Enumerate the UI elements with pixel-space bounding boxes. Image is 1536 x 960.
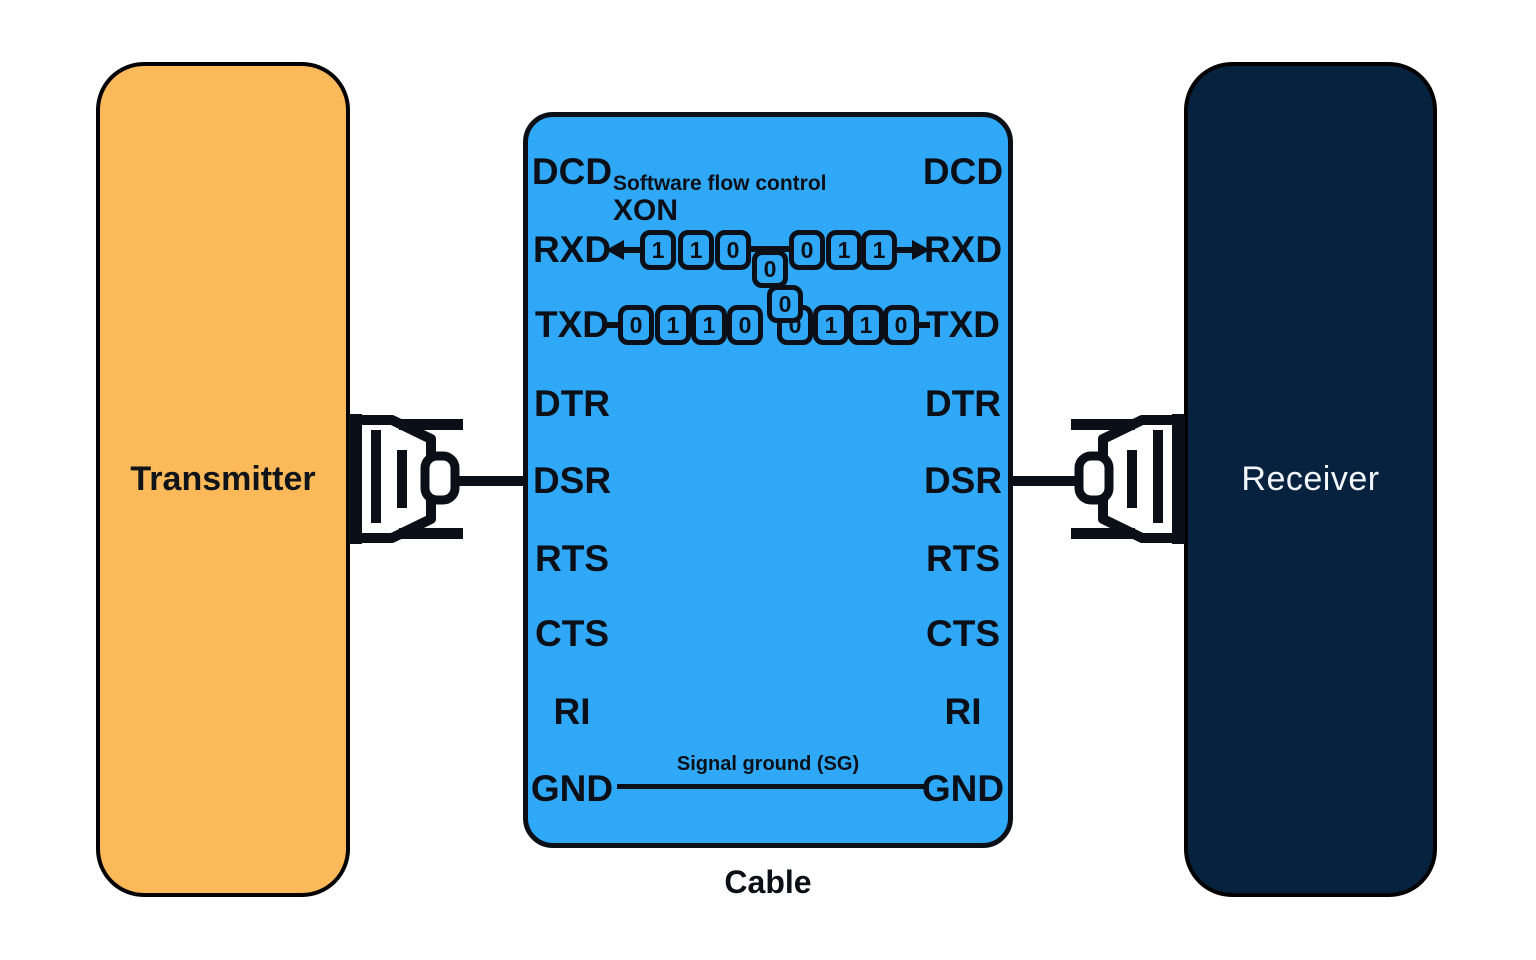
- pin-right-ri: RI: [944, 691, 982, 732]
- cable-caption: Cable: [724, 864, 812, 900]
- pin-right-dsr: DSR: [923, 460, 1003, 501]
- connector-pin-bar: [1127, 450, 1137, 508]
- txd-bit-box: 1: [848, 305, 884, 345]
- receiver-label: Receiver: [1241, 460, 1380, 498]
- rxd-bit-box: 1: [861, 230, 897, 270]
- arrow-right-icon: [912, 240, 930, 260]
- rxd-bit-box: 1: [678, 230, 714, 270]
- txd-wire-right: [914, 322, 930, 328]
- rxd-bit-box: 1: [826, 230, 862, 270]
- signal-ground-label: Signal ground (SG): [676, 753, 860, 775]
- rxd-bit-box: 1: [640, 230, 676, 270]
- connector-back-plate: [349, 414, 362, 544]
- pin-left-rts: RTS: [535, 538, 609, 579]
- pin-right-dtr: DTR: [924, 383, 1002, 424]
- connector-flange-bottom: [399, 528, 463, 539]
- pin-left-gnd: GND: [530, 768, 614, 809]
- transmitter-box: Transmitter: [96, 62, 350, 897]
- connector-body: [1098, 415, 1184, 543]
- connector-flange-bottom: [1071, 528, 1135, 539]
- pin-left-dcd: DCD: [531, 151, 613, 192]
- rxd-wire-right: [894, 247, 918, 253]
- connector-plug-nub: [420, 451, 460, 505]
- txd-wire-left: [604, 322, 622, 328]
- rxd-bit-box: 0: [715, 230, 751, 270]
- cable-box: [523, 112, 1013, 848]
- pin-left-dsr: DSR: [532, 460, 612, 501]
- txd-bit-box: 1: [655, 305, 691, 345]
- xon-label: XON: [613, 194, 679, 227]
- arrow-left-icon: [606, 240, 624, 260]
- txd-bit-box: 0: [618, 305, 654, 345]
- rxd-bit-box: 0: [789, 230, 825, 270]
- transmitter-label: Transmitter: [130, 460, 316, 498]
- pin-right-rts: RTS: [926, 538, 1000, 579]
- serial-connector-icon-right: [1071, 414, 1185, 544]
- connector-pin-bar: [1153, 430, 1163, 523]
- crossover-bit-box: 0: [767, 285, 803, 323]
- connector-pin-bar: [397, 450, 407, 508]
- receiver-box: Receiver: [1184, 62, 1437, 897]
- pin-left-cts: CTS: [535, 613, 609, 654]
- transmitter-cable-wire: [455, 476, 527, 486]
- pin-left-dtr: DTR: [533, 383, 611, 424]
- txd-bit-box: 1: [691, 305, 727, 345]
- crossover-bit-box: 0: [752, 250, 788, 288]
- flow-control-title: Software flow control: [613, 172, 827, 195]
- connector-body: [350, 415, 436, 543]
- signal-ground-line: [617, 784, 929, 789]
- connector-flange-top: [1071, 419, 1135, 430]
- txd-bit-box: 1: [813, 305, 849, 345]
- pin-right-rxd: RXD: [923, 229, 1003, 270]
- connector-flange-top: [399, 419, 463, 430]
- rxd-wire-middle: [748, 246, 798, 252]
- connector-back-plate: [1172, 414, 1185, 544]
- connector-pin-bar: [371, 430, 381, 523]
- rxd-wire-left: [618, 247, 648, 253]
- pin-left-rxd: RXD: [532, 229, 612, 270]
- pin-left-txd: TXD: [535, 304, 609, 345]
- receiver-cable-wire: [1009, 476, 1083, 486]
- pin-right-txd: TXD: [926, 304, 1000, 345]
- txd-bit-box: 0: [883, 305, 919, 345]
- txd-bit-box: 0: [727, 305, 763, 345]
- connector-plug-nub: [1074, 451, 1114, 505]
- pin-right-dcd: DCD: [922, 151, 1004, 192]
- pin-right-gnd: GND: [921, 768, 1005, 809]
- serial-connector-icon-left: [349, 414, 463, 544]
- pin-left-ri: RI: [553, 691, 591, 732]
- pin-right-cts: CTS: [926, 613, 1000, 654]
